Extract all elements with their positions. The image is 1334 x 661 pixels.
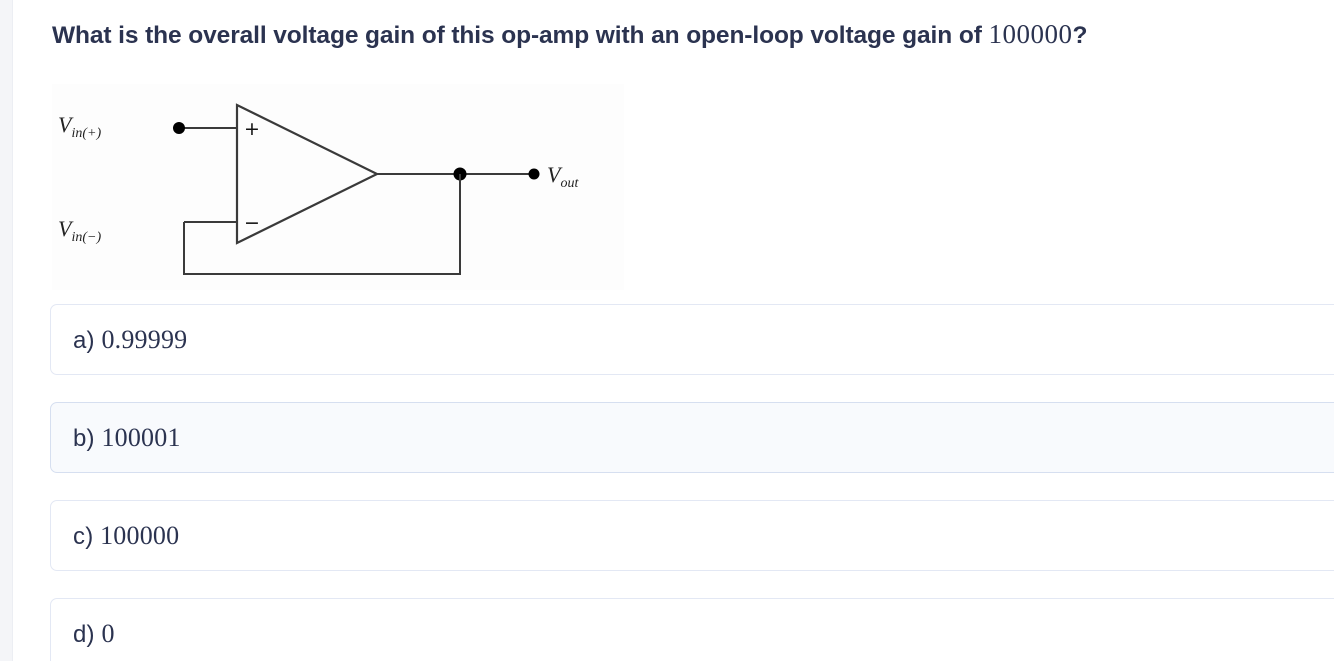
answer-option-d[interactable]: d) 0	[50, 598, 1334, 661]
answer-option-a-text: a) 0.99999	[73, 325, 187, 355]
question-page: What is the overall voltage gain of this…	[14, 0, 1334, 661]
op-amp-triangle	[235, 103, 380, 245]
left-gutter-strip	[0, 0, 13, 661]
answer-options-list: a) 0.99999 b) 100001 c) 100000 d) 0	[50, 304, 1334, 661]
answer-option-a-lead: a)	[73, 326, 95, 354]
v-in-plus-node-dot	[173, 122, 185, 134]
circuit-figure: Vin(+) Vin(−) + − Vout	[52, 84, 624, 290]
answer-option-a[interactable]: a) 0.99999	[50, 304, 1334, 375]
plus-terminal-sign: +	[244, 118, 260, 140]
v-in-minus-label: Vin(−)	[58, 216, 101, 245]
answer-option-d-text: d) 0	[73, 619, 115, 649]
question-prefix-text: What is the overall voltage gain of this…	[52, 22, 989, 49]
op-amp-schematic-svg: Vin(+) Vin(−) + − Vout	[58, 103, 579, 275]
minus-terminal-sign: −	[244, 212, 260, 234]
answer-option-d-lead: d)	[73, 620, 95, 648]
answer-option-d-value: 0	[101, 618, 115, 648]
answer-option-b-text: b) 100001	[73, 423, 181, 453]
question-suffix-text: ?	[1072, 22, 1088, 49]
v-in-plus-label: Vin(+)	[58, 112, 101, 141]
answer-option-b[interactable]: b) 100001	[50, 402, 1334, 473]
answer-option-c-text: c) 100000	[73, 521, 179, 551]
answer-option-a-value: 0.99999	[101, 324, 188, 354]
answer-option-b-lead: b)	[73, 424, 95, 452]
answer-option-c-lead: c)	[73, 522, 94, 550]
answer-option-c-value: 100000	[100, 520, 180, 550]
feedback-loop-wire	[183, 174, 461, 275]
v-out-node-dot	[528, 168, 540, 180]
page-title: What is the overall voltage gain of this…	[52, 19, 1334, 50]
answer-option-b-value: 100001	[101, 422, 181, 452]
question-gain-value: 100000	[988, 19, 1073, 49]
v-out-label: Vout	[547, 162, 579, 191]
answer-option-c[interactable]: c) 100000	[50, 500, 1334, 571]
